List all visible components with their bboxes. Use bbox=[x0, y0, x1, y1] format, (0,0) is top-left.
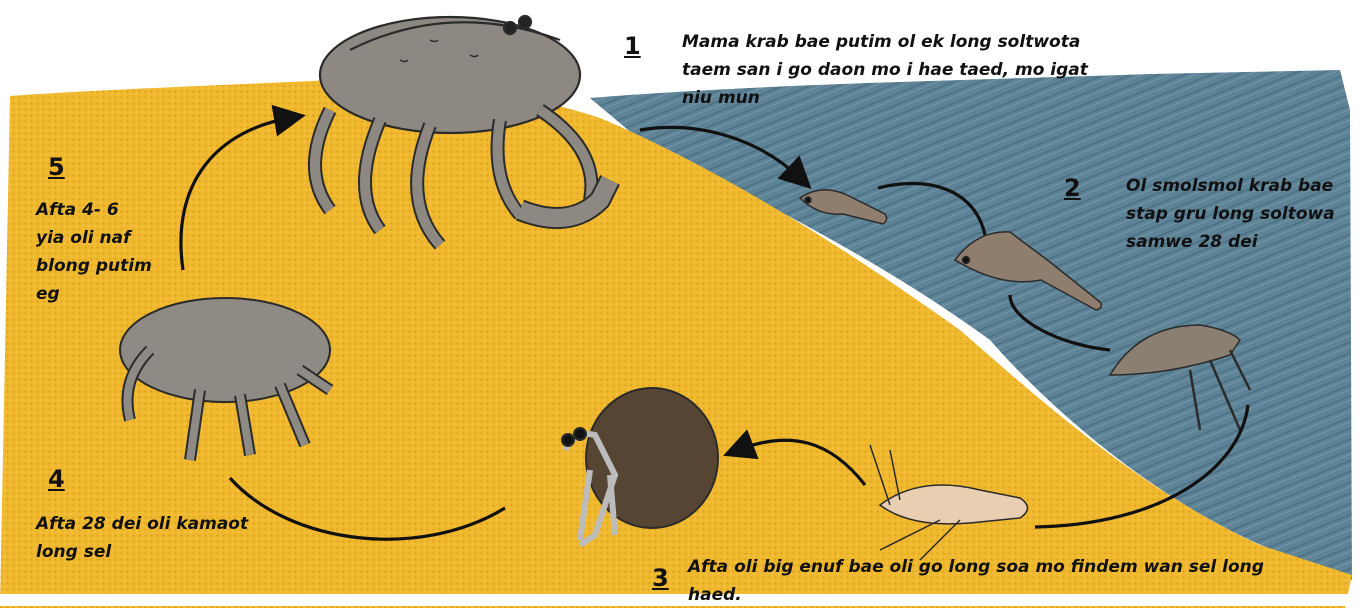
step-4-number: 4 bbox=[48, 467, 65, 491]
step-5-number: 5 bbox=[48, 155, 65, 179]
step-2-number: 2 bbox=[1064, 176, 1081, 200]
step-1-number: 1 bbox=[624, 34, 641, 58]
step-4-text: Afta 28 dei oli kamaot long sel bbox=[36, 510, 248, 566]
step-2-text: Ol smolsmol krab bae stap gru long solto… bbox=[1126, 172, 1335, 256]
step-1-text: Mama krab bae putim ol ek long soltwota … bbox=[682, 28, 1088, 112]
step-5-text: Afta 4- 6 yia oli naf blong putim eg bbox=[36, 196, 152, 308]
step-3-number: 3 bbox=[652, 566, 669, 590]
step-3-text: Afta oli big enuf bae oli go long soa mo… bbox=[688, 553, 1264, 609]
